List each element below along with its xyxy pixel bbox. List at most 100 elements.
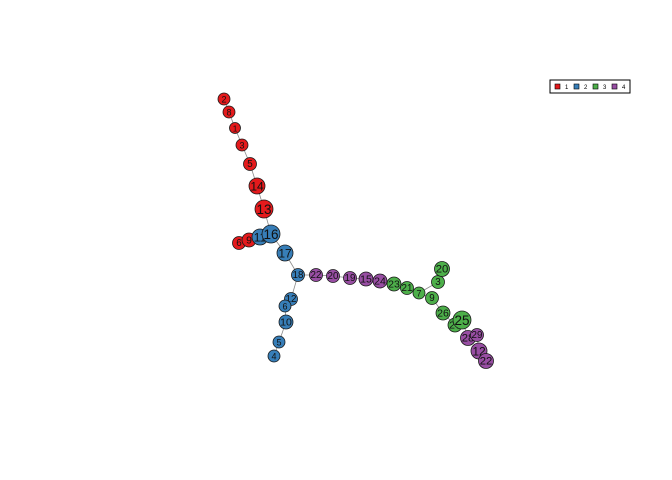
legend-label-1: 1 xyxy=(565,85,569,91)
node-label: 25 xyxy=(454,313,469,328)
node-circle xyxy=(254,199,274,219)
node-label: 16 xyxy=(263,227,278,242)
node-circle xyxy=(343,271,357,285)
legend-box xyxy=(549,79,631,94)
node-n-4: 4 xyxy=(267,349,281,363)
legend-label-2: 2 xyxy=(584,85,588,91)
node-label: 2 xyxy=(221,95,226,105)
node-n-5: 5 xyxy=(243,157,257,171)
node-circle xyxy=(248,177,266,195)
node-label: 6 xyxy=(282,302,287,312)
node-n-22: 22 xyxy=(309,268,323,282)
node-label: 24 xyxy=(374,276,386,288)
legend-label-4: 4 xyxy=(622,85,626,91)
node-label: 5 xyxy=(247,159,253,170)
node-label: 18 xyxy=(293,270,304,281)
node-label: 23 xyxy=(388,279,400,291)
node-circle xyxy=(400,281,414,295)
node-circle xyxy=(267,349,281,363)
node-n-14: 14 xyxy=(248,177,266,195)
node-n-23: 23 xyxy=(386,276,402,292)
node-n-2: 2 xyxy=(217,92,231,106)
legend-label-3: 3 xyxy=(603,85,607,91)
node-n-29: 29 xyxy=(470,328,484,342)
node-n-18: 18 xyxy=(291,268,305,282)
node-n-25: 25 xyxy=(452,310,472,330)
node-circle xyxy=(276,244,294,262)
node-label: 29 xyxy=(472,330,483,341)
node-label: 20 xyxy=(328,271,339,282)
node-n-20: 20 xyxy=(326,269,340,283)
node-label: 7 xyxy=(416,289,421,299)
node-n-19: 19 xyxy=(343,271,357,285)
node-circle xyxy=(291,268,305,282)
node-n-6b: 6 xyxy=(278,299,292,313)
node-n-17: 17 xyxy=(276,244,294,262)
node-n-3: 3 xyxy=(235,138,249,152)
legend: 1 2 3 4 xyxy=(549,79,631,94)
legend-swatch-3 xyxy=(592,83,599,90)
node-label: 15 xyxy=(360,274,372,286)
node-circle xyxy=(435,305,451,321)
node-n-20b: 20 xyxy=(434,261,450,277)
node-circle xyxy=(478,353,494,369)
node-label: 22 xyxy=(480,356,493,368)
node-circle xyxy=(222,105,236,119)
node-n-21: 21 xyxy=(400,281,414,295)
node-label: 14 xyxy=(250,180,264,194)
node-label: 22 xyxy=(311,270,322,281)
node-circle xyxy=(278,314,294,330)
node-label: 3 xyxy=(239,141,244,151)
node-n-16: 16 xyxy=(261,224,281,244)
node-label: 17 xyxy=(278,247,292,261)
node-circle xyxy=(386,276,402,292)
node-label: 10 xyxy=(280,317,292,329)
node-label: 9 xyxy=(429,293,434,304)
node-label: 5 xyxy=(276,338,281,348)
node-circle xyxy=(372,273,388,289)
node-circle xyxy=(229,122,241,134)
node-label: 21 xyxy=(402,283,413,294)
node-label: 20 xyxy=(436,264,449,276)
node-circle xyxy=(412,286,426,300)
node-label: 26 xyxy=(437,308,449,320)
node-label: 9 xyxy=(246,235,252,247)
node-n-5b: 5 xyxy=(272,335,286,349)
node-n-1: 1 xyxy=(229,122,241,134)
node-n-15: 15 xyxy=(358,271,374,287)
node-label: 6 xyxy=(236,238,242,249)
node-circle xyxy=(309,268,323,282)
node-circle xyxy=(217,92,231,106)
node-n-13: 13 xyxy=(254,199,274,219)
node-label: 8 xyxy=(226,108,231,118)
node-n-9b: 9 xyxy=(425,291,439,305)
node-circle xyxy=(272,335,286,349)
node-circle xyxy=(261,224,281,244)
legend-swatch-4 xyxy=(611,83,618,90)
node-n-7: 7 xyxy=(412,286,426,300)
node-circle xyxy=(425,291,439,305)
legend-swatch-1 xyxy=(554,83,561,90)
node-label: 12 xyxy=(286,294,297,305)
node-label: 13 xyxy=(256,202,271,217)
node-label: 4 xyxy=(271,352,276,362)
node-n-10: 10 xyxy=(278,314,294,330)
node-n-22b: 22 xyxy=(478,353,494,369)
node-circle xyxy=(278,299,292,313)
node-circle xyxy=(434,261,450,277)
node-n-26: 26 xyxy=(435,305,451,321)
node-circle xyxy=(235,138,249,152)
node-n-8: 8 xyxy=(222,105,236,119)
node-circle xyxy=(470,328,484,342)
node-label: 1 xyxy=(233,124,238,134)
node-n-24: 24 xyxy=(372,273,388,289)
node-label: 3 xyxy=(435,277,441,288)
node-circle xyxy=(243,157,257,171)
node-label: 19 xyxy=(345,273,356,284)
node-circle xyxy=(452,310,472,330)
node-circle xyxy=(326,269,340,283)
node-n-3b: 3 xyxy=(431,275,445,289)
legend-swatch-2 xyxy=(573,83,580,90)
